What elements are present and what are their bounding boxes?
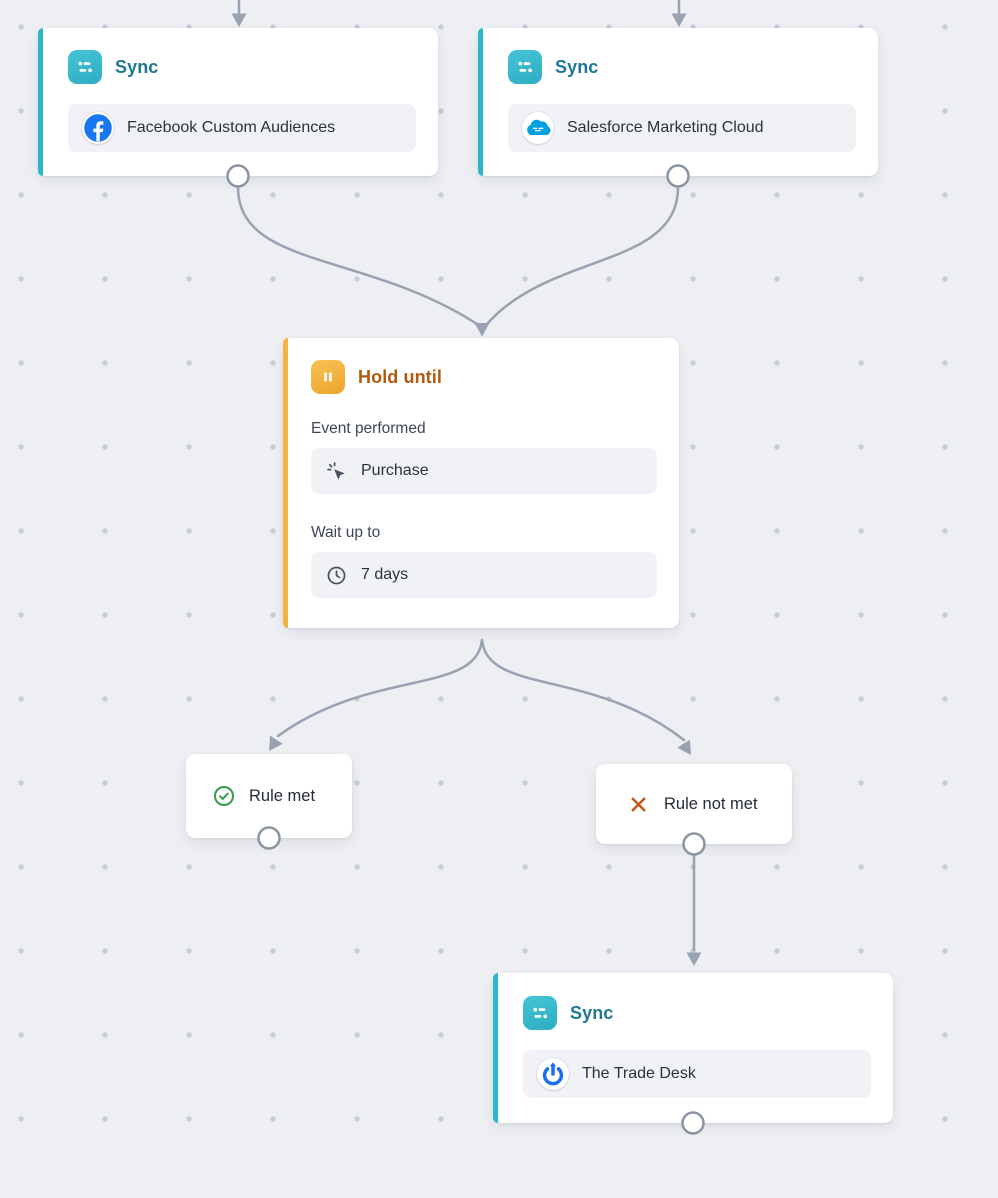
arrowhead-into-sync-facebook <box>231 13 247 27</box>
edge-hold-to-rule-not-met <box>480 638 686 742</box>
check-circle-icon <box>212 784 236 808</box>
destination-pill[interactable]: Salesforce Marketing Cloud <box>508 104 856 152</box>
node-accent-bar <box>478 28 483 176</box>
rule-met-label: Rule met <box>249 786 316 805</box>
node-title: Sync <box>115 56 159 77</box>
node-rule-met[interactable]: Rule met <box>186 754 352 838</box>
arrowhead-into-rule-not-met <box>677 739 691 755</box>
sync-icon <box>523 996 557 1030</box>
destination-name: Salesforce Marketing Cloud <box>567 119 764 136</box>
arrowhead-into-sync-salesforce <box>671 13 687 27</box>
node-title: Sync <box>555 56 599 77</box>
edge-salesforce-to-hold <box>485 185 680 326</box>
facebook-logo-icon <box>82 112 114 144</box>
x-icon <box>626 792 650 816</box>
destination-name: Facebook Custom Audiences <box>127 119 336 136</box>
node-accent-bar <box>493 973 498 1123</box>
node-sync-facebook[interactable]: Sync Facebook Custom Audiences <box>38 28 438 176</box>
rule-not-met-label: Rule not met <box>664 794 758 813</box>
wait-value: 7 days <box>361 566 409 583</box>
node-sync-salesforce[interactable]: Sync <box>478 28 878 176</box>
cursor-click-icon <box>324 459 348 483</box>
node-sync-trade-desk[interactable]: Sync The Trade Desk <box>493 973 893 1123</box>
field-label-event: Event performed <box>311 420 426 437</box>
destination-pill[interactable]: The Trade Desk <box>523 1050 871 1098</box>
wait-field[interactable]: 7 days <box>311 552 657 598</box>
clock-icon <box>324 563 348 587</box>
edge-hold-to-rule-met <box>276 638 484 738</box>
field-label-wait: Wait up to <box>311 524 381 541</box>
node-title: Hold until <box>358 366 442 387</box>
edge-facebook-to-hold <box>236 185 479 326</box>
sync-icon <box>508 50 542 84</box>
node-hold-until[interactable]: Hold until Event performed Purchase Wait… <box>283 338 679 628</box>
the-trade-desk-logo-icon <box>537 1058 569 1090</box>
sync-icon <box>68 50 102 84</box>
destination-pill[interactable]: Facebook Custom Audiences <box>68 104 416 152</box>
event-value: Purchase <box>361 462 429 479</box>
destination-name: The Trade Desk <box>582 1065 696 1082</box>
arrowhead-into-trade-desk <box>686 952 702 966</box>
salesforce-cloud-logo-icon <box>522 112 554 144</box>
node-rule-not-met[interactable]: Rule not met <box>596 764 792 844</box>
node-accent-bar <box>38 28 43 176</box>
event-field[interactable]: Purchase <box>311 448 657 494</box>
node-title: Sync <box>570 1002 614 1023</box>
arrowhead-into-rule-met <box>269 735 283 751</box>
node-accent-bar <box>283 338 288 628</box>
arrowhead-into-hold <box>474 323 490 337</box>
pause-icon <box>311 360 345 394</box>
